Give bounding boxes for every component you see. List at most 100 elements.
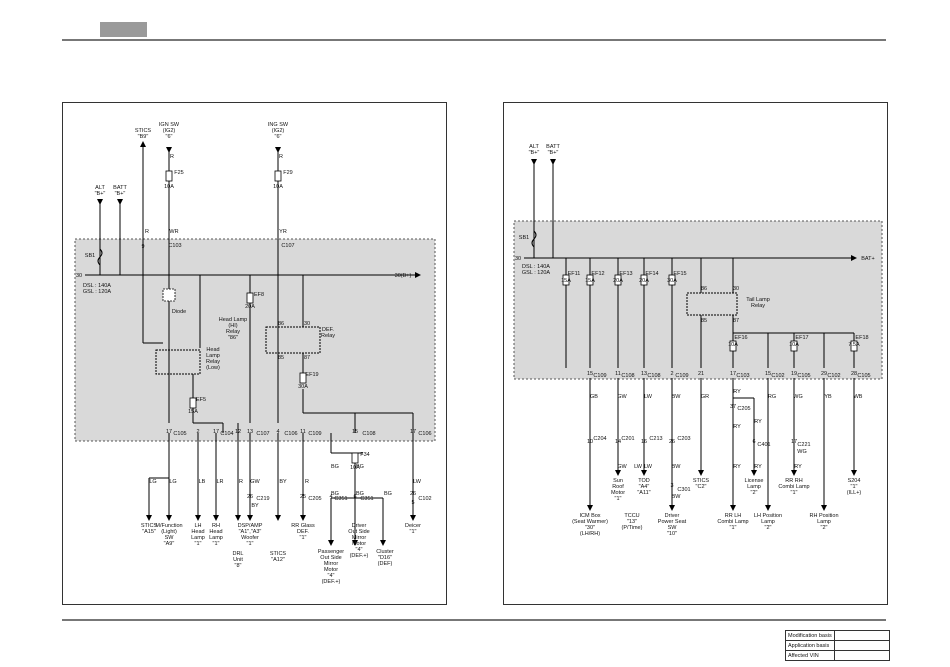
label-rh-head: RH <box>212 523 220 529</box>
r-label-rh-pos2: Lamp <box>817 519 831 525</box>
r-label-r85: 85 <box>701 318 707 324</box>
label-c106: C106 <box>284 431 297 437</box>
label-pin13: 13 <box>247 429 253 435</box>
r-label-c108a: C108 <box>621 373 634 379</box>
label-hl-hi-relay3: Relay <box>226 329 240 335</box>
r-label-w-wb: WB <box>854 394 863 400</box>
label-c351: C351 <box>334 496 347 502</box>
label-pass-mirror2: Out Side <box>320 555 341 561</box>
label-f25: F25 <box>174 170 183 176</box>
label-lh-head2: Head <box>191 529 204 535</box>
label-drv-mirror6: (DEF.+) <box>350 553 369 559</box>
r-label-c301-pin: 3 <box>670 483 673 489</box>
label-w-bg3: BG <box>331 491 339 497</box>
label-hl-hi-relay2: (HI) <box>228 323 237 329</box>
label-c219: C219 <box>256 496 269 502</box>
r-label-c201-pin: 14 <box>615 439 621 445</box>
r-label-c105b-pin: 28 <box>851 371 857 377</box>
label-mfunction: M/Function <box>155 523 182 529</box>
r-label-ef14: EF14 <box>645 271 658 277</box>
label-ign-sw-ig: (IG2) <box>163 128 176 134</box>
r-label-icm-box2: (Seat Warmer) <box>572 519 608 525</box>
label-stics-top: STICS <box>135 128 152 134</box>
label-lh-head: LH <box>194 523 201 529</box>
r-label-c221-pin: 17 <box>791 439 797 445</box>
r-label-s204-3: (ILL+) <box>847 490 862 496</box>
r-label-c108b: C108 <box>647 373 660 379</box>
label-hl-low3: Relay <box>206 359 220 365</box>
r-label-drv-seat2: Power Seat <box>658 519 687 525</box>
r-label-rr-lh-combi3: "1" <box>730 525 737 531</box>
label-pin17b: 17 <box>166 429 172 435</box>
r-label-ef12: EF12 <box>591 271 604 277</box>
label-w-lg2: LG <box>169 479 176 485</box>
r-label-c102b: C102 <box>827 373 840 379</box>
r-label-w-lw: LW <box>644 394 653 400</box>
r-label-w-ry3: RY <box>754 419 762 425</box>
r-label-c108b-pin: 13 <box>641 371 647 377</box>
r-label-w-bw: BW <box>672 394 682 400</box>
label-alt: ALT <box>95 185 105 191</box>
label-ign-sw-pin: "6" <box>166 134 173 140</box>
r-label-c201: C201 <box>621 436 634 442</box>
r-label-stics-c2-pin: "C2" <box>696 484 707 490</box>
left-diagram-panel: STICS "B9" IGN SW (IG2) "6" ING SW (IG2)… <box>62 102 447 605</box>
r-label-license2: Lamp <box>747 484 761 490</box>
label-c219-pin: 26 <box>247 494 253 500</box>
label-gsl: GSL : 120A <box>83 289 112 295</box>
r-label-r30: 30 <box>733 286 739 292</box>
label-dsp4: "1" <box>247 541 254 547</box>
r-label-c105b: C105 <box>857 373 870 379</box>
label-drl2: Unit <box>233 557 243 563</box>
r-label-w-lw3: LW <box>644 464 653 470</box>
label-bus-30b: 30(B+) <box>395 273 412 279</box>
r-label-s204: S204 <box>848 478 861 484</box>
label-ing-sw-pin: "6" <box>275 134 282 140</box>
label-diode: Diode <box>172 309 186 315</box>
label-w-r2: R <box>305 479 309 485</box>
r-label-gsl: GSL : 120A <box>522 270 551 276</box>
right-wiring-diagram: ALT "B+" BATT "B+" SB1 30 BAT+ DSL : 140… <box>513 144 883 537</box>
label-c104: C104 <box>220 431 233 437</box>
label-def-30: 30 <box>304 321 310 327</box>
r-label-ef16-amp: 10A <box>728 342 738 348</box>
label-ef8: EF8 <box>254 292 264 298</box>
label-c107: C107 <box>256 431 269 437</box>
r-label-tcu: TCCU <box>624 513 639 519</box>
r-label-w-bw2: BW <box>672 464 682 470</box>
label-pin9: 9 <box>141 244 144 250</box>
label-deicer2: "1" <box>410 529 417 535</box>
label-lh-head4: "1" <box>195 541 202 547</box>
r-label-w-lw2: LW <box>634 464 643 470</box>
label-stics-a12-pin: "A12" <box>271 557 285 563</box>
label-c109: C109 <box>308 431 321 437</box>
label-w-r: R <box>239 479 243 485</box>
r-label-tcu3: (P/Time) <box>622 525 643 531</box>
r-label-w-gr: GR <box>701 394 709 400</box>
label-wire-yr: YR <box>279 229 287 235</box>
label-rr-glass3: "1" <box>300 535 307 541</box>
label-stics-a15: STICS <box>141 523 158 529</box>
label-stics-a15-pin: "A15" <box>142 529 156 535</box>
label-pin17: 17 <box>213 429 219 435</box>
r-label-batt: BATT <box>546 144 560 150</box>
label-dsp2: "A1","A3" <box>239 529 262 535</box>
r-label-ef11: EF11 <box>568 271 581 277</box>
label-f34: F34 <box>360 452 369 458</box>
label-c351b: C351 <box>360 496 373 502</box>
label-c205: C205 <box>308 496 321 502</box>
r-label-ef11-amp: 15A <box>561 278 571 284</box>
r-label-ef15: EF15 <box>673 271 686 277</box>
label-lh-head3: Lamp <box>191 535 205 541</box>
label-c351-pin: 4 <box>329 494 332 500</box>
modification-basis-label: Modification basis <box>785 630 835 641</box>
label-c351b-pin: 6 <box>353 494 356 500</box>
r-label-rh-pos: RH Position <box>809 513 838 519</box>
label-w-bg4: BG <box>356 491 364 497</box>
r-label-tod2: "A4" <box>639 484 650 490</box>
label-rh-head2: Head <box>209 529 222 535</box>
label-dsp: DSP/AMP <box>238 523 263 529</box>
label-drl: DRL <box>232 551 243 557</box>
r-label-ef15-amp: 30A <box>667 278 677 284</box>
affected-vin-value <box>834 650 890 661</box>
